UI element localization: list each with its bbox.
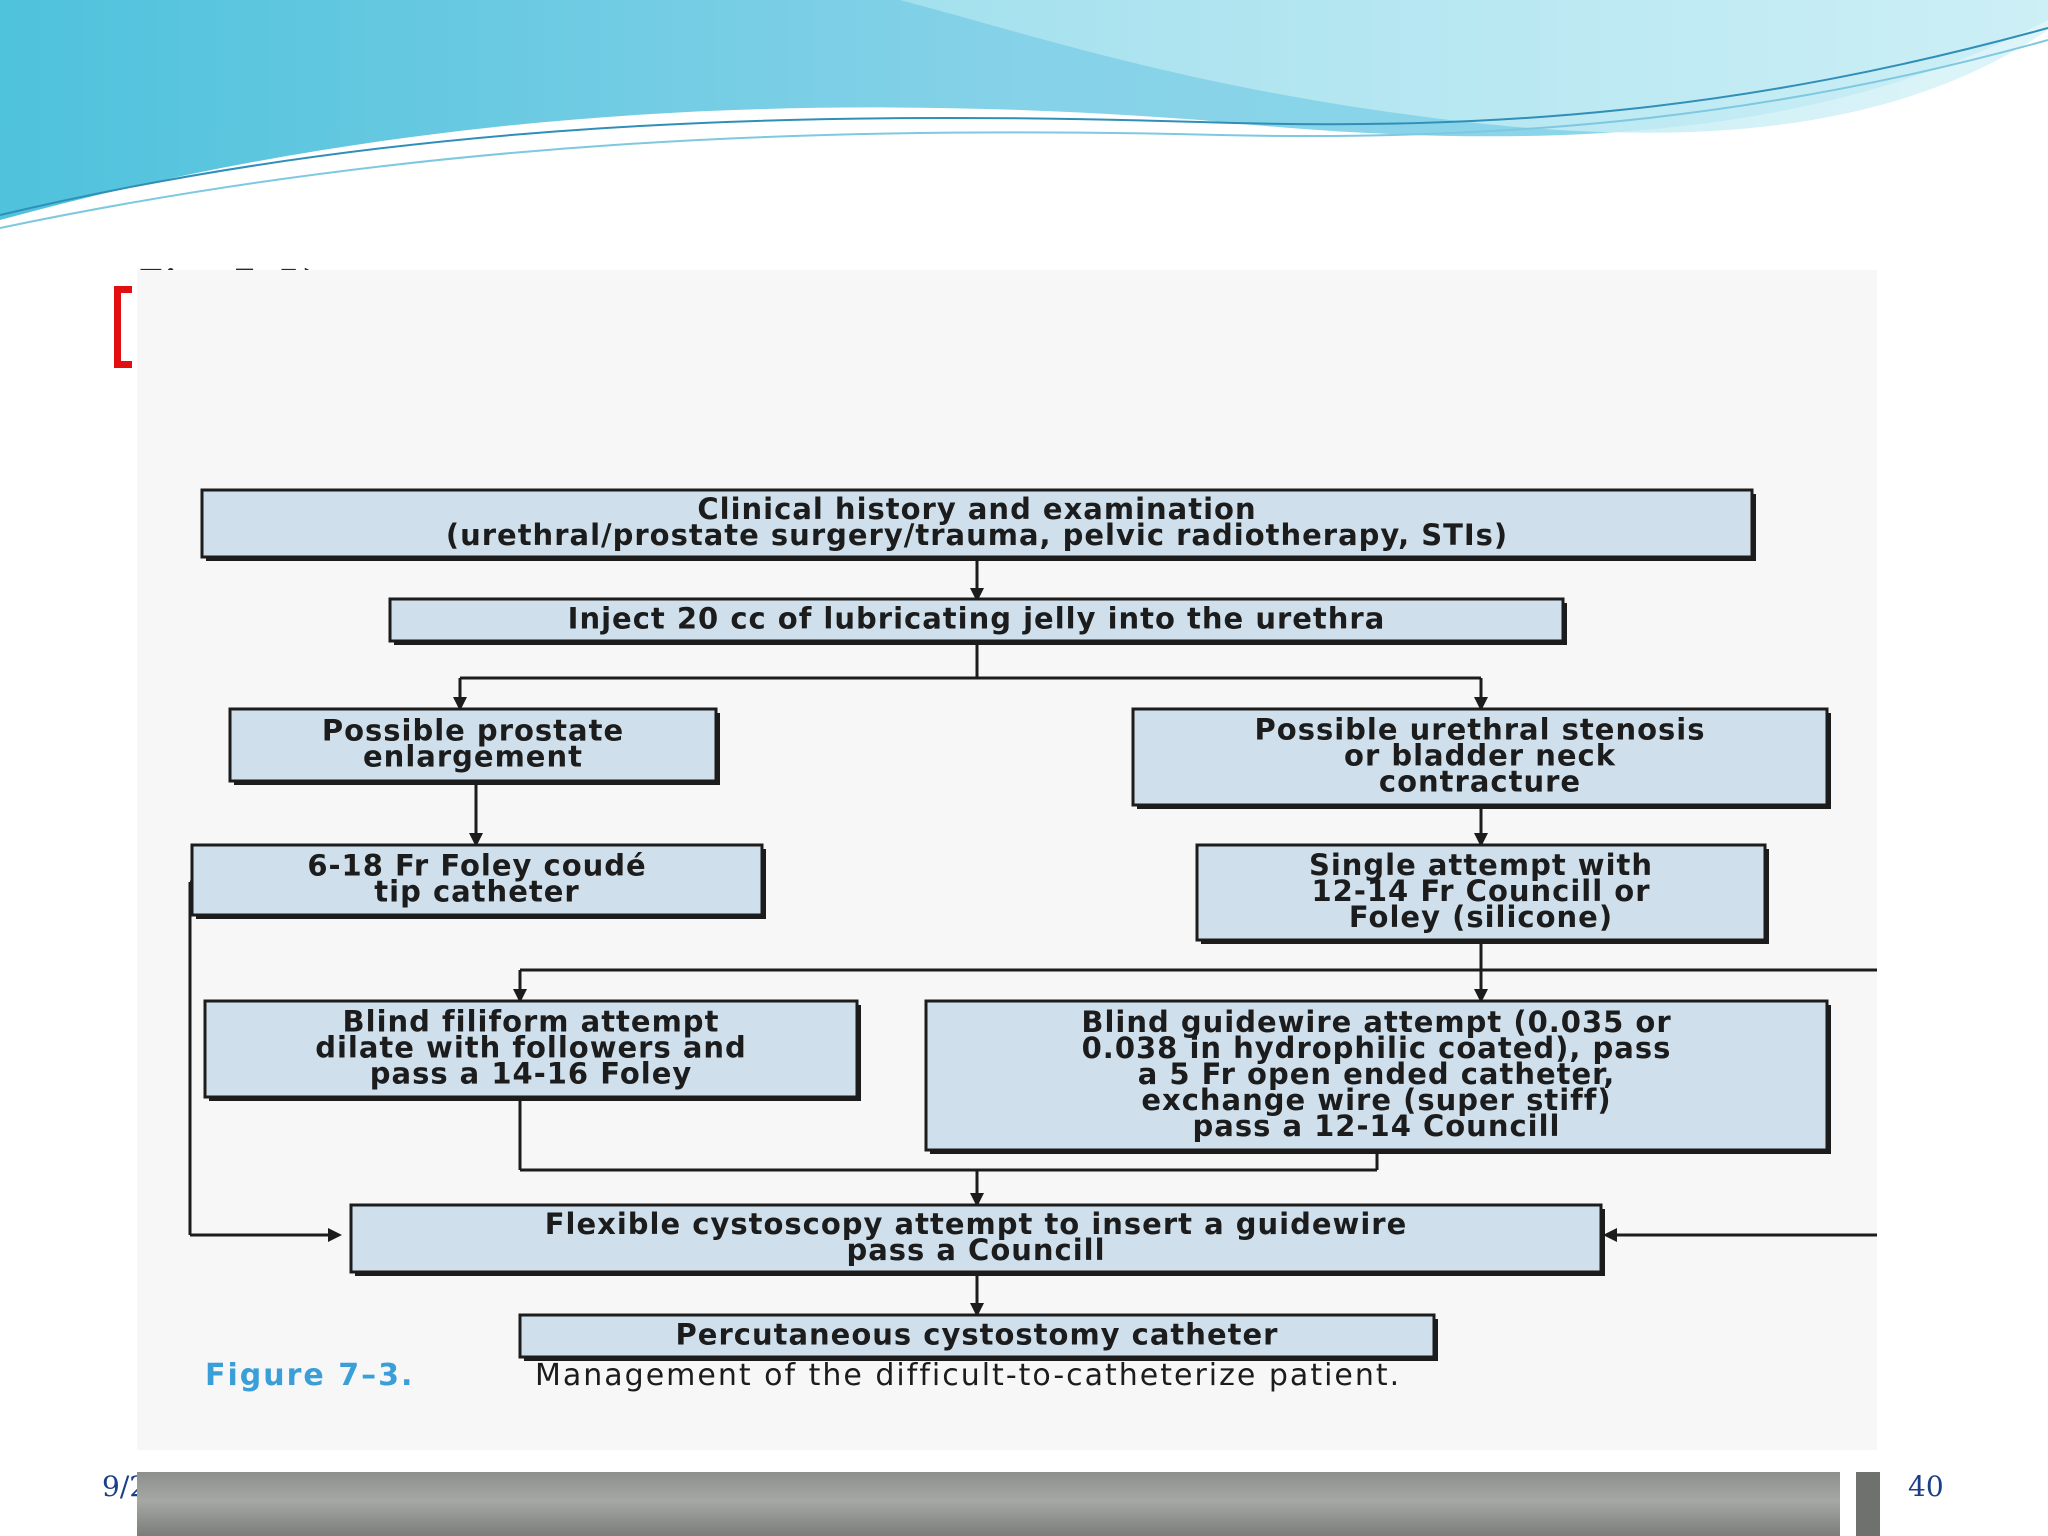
slide-page-number: 40 <box>1908 1470 1944 1503</box>
box-text-line: pass a Councill <box>846 1233 1105 1267</box>
box-clinical-history: Clinical history and examination(urethra… <box>200 488 1756 561</box>
photo-strip <box>137 1472 1840 1536</box>
box-text-line: Blind guidewire attempt (0.035 or <box>1081 1005 1671 1039</box>
box-text-line: enlargement <box>363 739 583 773</box>
box-text-line: contracture <box>1379 764 1581 798</box>
flowchart-figure: Clinical history and examination(urethra… <box>137 270 1877 1450</box>
box-layer: Clinical history and examination(urethra… <box>190 488 1831 1361</box>
box-text-line: (urethral/prostate surgery/trauma, pelvi… <box>446 518 1508 552</box>
box-frame <box>349 1203 1603 1274</box>
flowchart-diagram: Clinical history and examination(urethra… <box>188 488 1877 1393</box>
box-text-line: Single attempt with <box>1309 848 1653 882</box>
box-frame <box>203 999 859 1099</box>
box-frame <box>518 1313 1436 1359</box>
box-text-line: exchange wire (super stiff) <box>1141 1083 1611 1117</box>
box-text-line: Blind filiform attempt <box>343 1004 720 1038</box>
box-text-line: Foley (silicone) <box>1349 900 1613 934</box>
box-frame <box>924 999 1829 1152</box>
box-frame <box>228 707 718 783</box>
box-text-line: Possible prostate <box>322 713 624 747</box>
box-text-line: or bladder neck <box>1344 738 1616 772</box>
box-percutaneous: Percutaneous cystostomy catheter <box>518 1313 1438 1361</box>
caption-number: Figure 7–3. <box>205 1358 414 1393</box>
box-frame <box>200 488 1754 559</box>
box-inject-jelly: Inject 20 cc of lubricating jelly into t… <box>388 597 1567 645</box>
box-text-line: Clinical history and examination <box>697 492 1256 526</box>
box-blind-guidewire: Blind guidewire attempt (0.035 or0.038 i… <box>924 999 1831 1154</box>
box-frame <box>190 843 764 917</box>
box-text-line: dilate with followers and <box>315 1030 747 1064</box>
box-frame <box>388 597 1565 643</box>
box-frame <box>1131 707 1829 807</box>
red-bracket-icon <box>114 286 132 368</box>
box-text-line: 12-14 Fr Councill or <box>1311 874 1650 908</box>
caption-text: Management of the difficult-to-catheteri… <box>535 1358 1401 1393</box>
box-text-line: 6-18 Fr Foley coudé <box>307 848 646 882</box>
box-text-line: pass a 14-16 Foley <box>370 1056 693 1090</box>
box-text-line: a 5 Fr open ended catheter, <box>1138 1057 1616 1091</box>
photo-strip-edge <box>1856 1472 1880 1536</box>
box-frame <box>1195 843 1767 942</box>
box-text-line: Percutaneous cystostomy catheter <box>676 1317 1279 1351</box>
box-text-line: Flexible cystoscopy attempt to insert a … <box>545 1207 1408 1241</box>
box-text-line: 0.038 in hydrophilic coated), pass <box>1082 1031 1672 1065</box>
box-text-line: tip catheter <box>374 874 579 908</box>
box-text-line: Possible urethral stenosis <box>1255 712 1706 746</box>
box-flexible-cystoscopy: Flexible cystoscopy attempt to insert a … <box>349 1203 1605 1276</box>
box-text-line: Inject 20 cc of lubricating jelly into t… <box>568 601 1386 635</box>
box-text-line: pass a 12-14 Councill <box>1193 1109 1561 1143</box>
